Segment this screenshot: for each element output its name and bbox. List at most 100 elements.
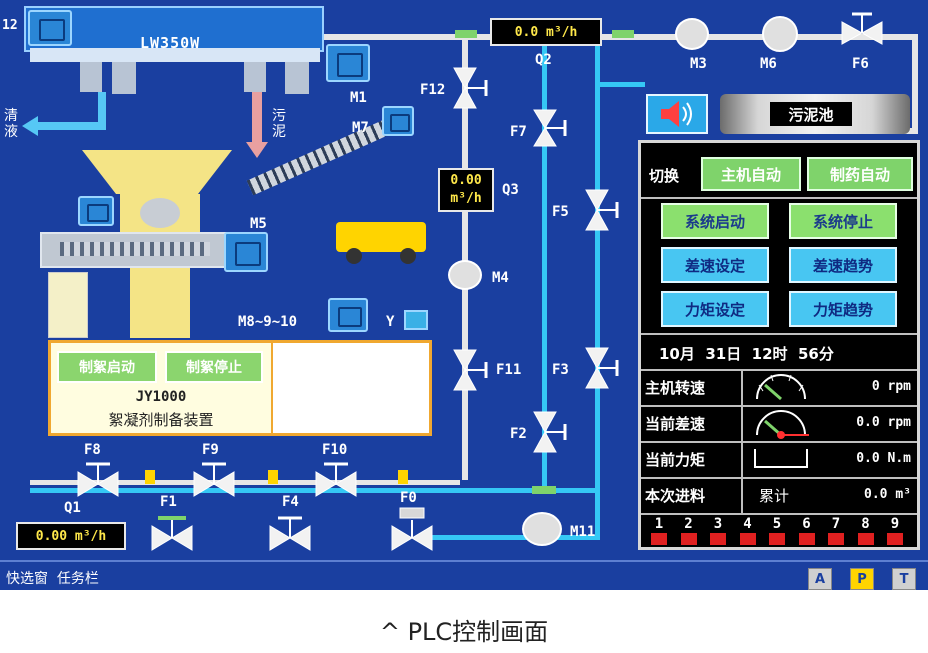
feed-total-label: 累计 (759, 487, 790, 505)
speaker-button[interactable] (646, 94, 708, 134)
valve-f6-icon (841, 12, 883, 45)
f7-label: F7 (510, 124, 527, 140)
valve-f4-icon (269, 516, 311, 551)
sludge-arrow (252, 92, 262, 144)
jy-name: 絮凝剂制备装置 (108, 411, 214, 429)
indicator-8: 8 (854, 517, 878, 547)
main-speed-label: 主机转速 (645, 379, 706, 397)
motor-m1[interactable] (326, 44, 370, 82)
indicator-lamp (887, 533, 903, 545)
indicator-number: 9 (890, 516, 900, 532)
panel-divider-1 (641, 197, 917, 199)
diff-speed-value: 0.0 rpm (856, 415, 911, 430)
pump-m6-icon[interactable] (762, 16, 798, 52)
indicator-number: 6 (802, 516, 811, 532)
pipe-top-left (320, 34, 490, 40)
indicator-number: 4 (743, 516, 752, 532)
pipe-tee-q2 (455, 30, 477, 38)
panel-divider-6 (641, 477, 917, 479)
m4-label: M4 (492, 270, 509, 286)
press-tank (48, 272, 88, 338)
flow-q1: 0.00 m³/h (16, 522, 126, 550)
diff-speed-label: 当前差速 (645, 415, 706, 433)
pipe-cyan-mid (542, 40, 547, 490)
motor-press[interactable] (224, 232, 268, 272)
motor-dosing[interactable] (78, 196, 114, 226)
jy-stop-button[interactable]: 制絮停止 (165, 351, 263, 383)
panel-vdivider (741, 369, 743, 515)
panel-divider-5 (641, 441, 917, 443)
clear-liquid-arrow (36, 122, 106, 130)
indicator-number: 2 (684, 516, 693, 532)
pipe-cyan-lower-v (595, 495, 600, 540)
indicator-9: 9 (883, 517, 907, 547)
torque-set-button[interactable]: 力矩设定 (661, 291, 769, 327)
f10-label: F10 (322, 442, 348, 458)
indicator-1: 1 (647, 517, 671, 547)
taskbar-t-button[interactable]: T (892, 568, 916, 590)
m1-label: M1 (350, 90, 367, 106)
taskbar-p-button[interactable]: P (850, 568, 874, 590)
truck-wheel-2 (400, 248, 416, 264)
pipe-tee-right (612, 30, 634, 38)
indicator-number: 5 (772, 516, 782, 532)
dosing-auto-button[interactable]: 制药自动 (807, 157, 913, 191)
torque-bar-icon (754, 449, 808, 468)
f9-label: F9 (202, 442, 219, 458)
panel-divider-2 (641, 333, 917, 335)
sludge-label: 污 泥 (272, 108, 286, 140)
pipe-junction-2 (268, 470, 278, 484)
speaker-icon (661, 101, 692, 127)
main-auto-button[interactable]: 主机自动 (701, 157, 801, 191)
valve-f0-icon (391, 507, 433, 551)
diff-speed-trend-button[interactable]: 差速趋势 (789, 247, 897, 283)
pipe-cyan-right (595, 40, 600, 500)
pump-m4-icon[interactable] (448, 260, 482, 290)
m8-label: M8~9~10 (238, 314, 298, 330)
pipe-cyan-bottom (30, 488, 600, 493)
pipe-bottom-white (30, 480, 460, 485)
indicator-7: 7 (824, 517, 848, 547)
pipe-top-right (600, 34, 918, 40)
f3-label: F3 (552, 362, 569, 378)
centrifuge-motor[interactable] (28, 10, 72, 46)
hopper (82, 150, 232, 194)
torque-trend-button[interactable]: 力矩趋势 (789, 291, 897, 327)
indicator-lamp (828, 533, 844, 545)
indicator-lamp (739, 533, 756, 545)
m11-label: M11 (570, 524, 596, 540)
pipe-cyan-branch (595, 82, 645, 87)
system-start-button[interactable]: 系统启动 (661, 203, 769, 239)
motor-m8[interactable] (328, 298, 368, 332)
f5-label: F5 (552, 204, 569, 220)
system-stop-button[interactable]: 系统停止 (789, 203, 897, 239)
indicator-6: 6 (795, 517, 819, 547)
q2-label: Q2 (535, 52, 552, 68)
taskbar-a-button[interactable]: A (808, 568, 832, 590)
m6-label: M6 (760, 56, 777, 72)
jy-model: JY1000 (135, 389, 187, 405)
y-valve[interactable] (404, 310, 428, 330)
diff-speed-set-button[interactable]: 差速设定 (661, 247, 769, 283)
press-column (130, 268, 190, 338)
taskbar-label[interactable]: 快选窗 任务栏 (6, 571, 99, 587)
jy-display (271, 343, 429, 433)
pump-m3-icon[interactable] (675, 18, 709, 50)
figure-caption: ^ PLC控制画面 (379, 618, 549, 646)
m5-label: M5 (250, 216, 267, 232)
flow-q2: 0.0 m³/h (490, 18, 602, 46)
pump-m11-icon[interactable] (522, 512, 562, 546)
indicator-3: 3 (706, 517, 730, 547)
jy-start-button[interactable]: 制絮启动 (57, 351, 157, 383)
indicator-2: 2 (677, 517, 701, 547)
centrifuge-base (30, 48, 320, 62)
switch-label: 切换 (649, 167, 680, 185)
truck-wheel-1 (346, 248, 362, 264)
q1-label: Q1 (64, 500, 81, 516)
indicator-number: 1 (654, 516, 664, 532)
f1-label: F1 (160, 494, 177, 510)
y-label: Y (386, 314, 395, 330)
f11-label: F11 (496, 362, 522, 378)
motor-m7[interactable] (382, 106, 414, 136)
